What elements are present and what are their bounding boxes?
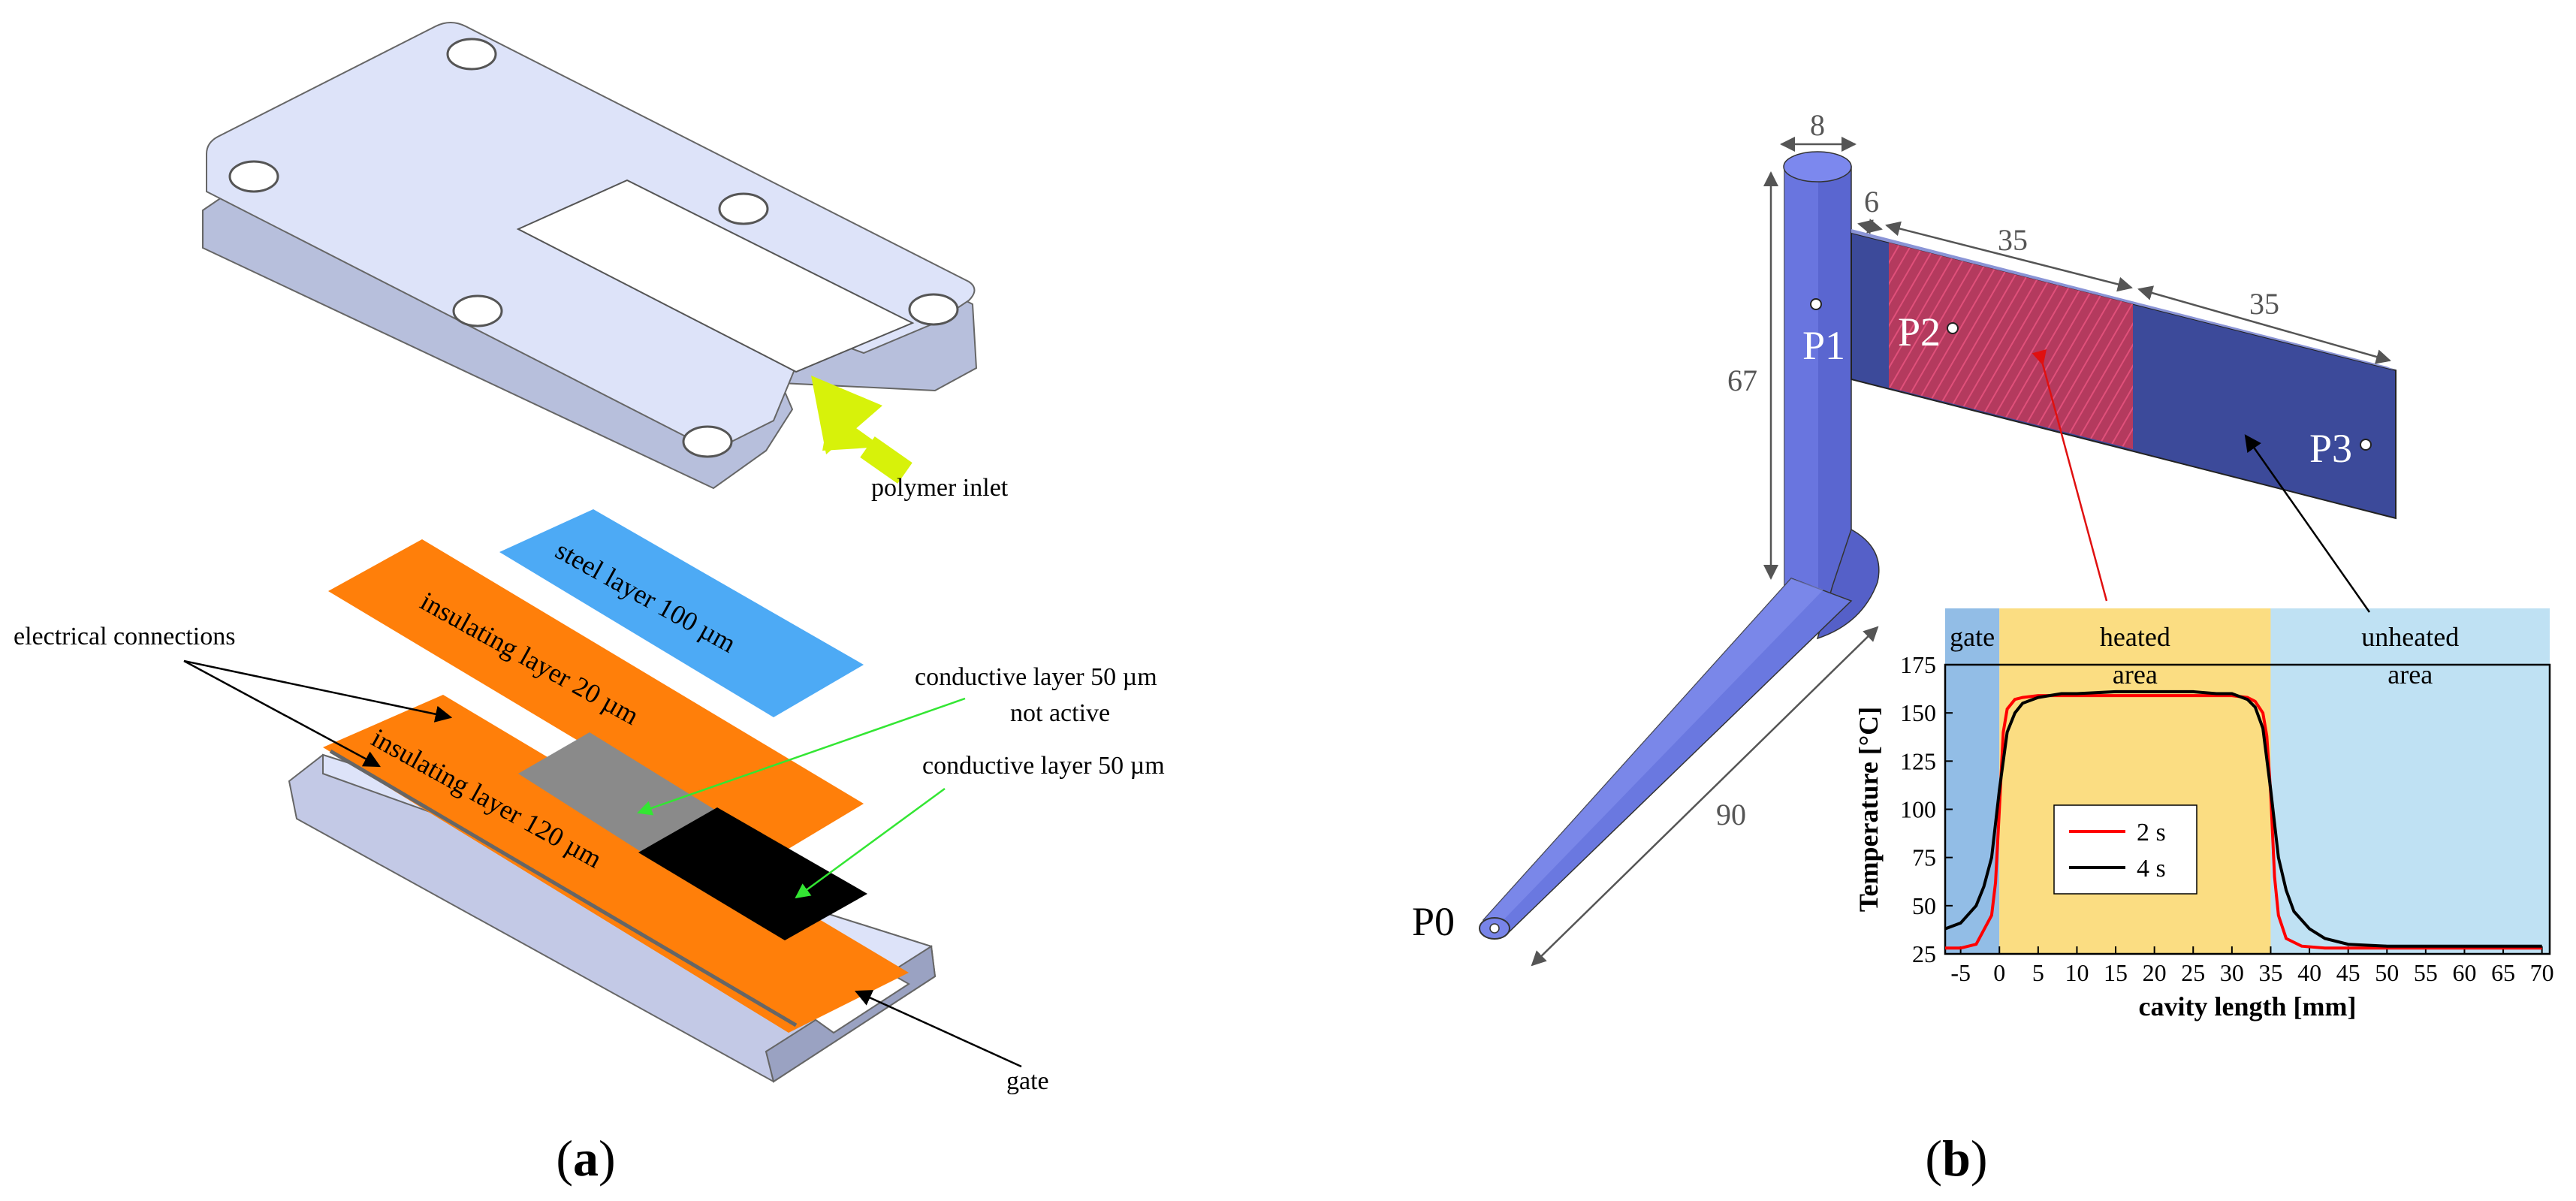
x-tick-label-6: 25 [2181,959,2205,986]
electrical-connections-label: electrical connections [14,623,235,650]
polymer-inlet-arrow-icon [811,376,912,484]
dim-67: 67 [1727,364,1757,397]
pointer-active [795,787,946,899]
x-tick-label-12: 55 [2414,959,2438,986]
heated-area-hatch [1889,243,2133,449]
x-tick-label-15: 70 [2530,959,2554,986]
series-line-1 [1944,690,2542,948]
dim-90: 90 [1716,798,1746,831]
unheated-area-pointer [2244,434,2371,613]
electrical-connection-pointer-1 [183,659,453,723]
point-p3-marker [2360,439,2372,451]
x-tick-label-4: 15 [2104,959,2128,986]
region-label-1: heated [2100,622,2170,652]
x-tick-label-14: 65 [2491,959,2515,986]
electrical-connection-pointer-2 [183,659,381,768]
dim-35b: 35 [2249,287,2279,321]
x-tick-label-13: 60 [2452,959,2476,986]
x-tick-label-5: 20 [2143,959,2167,986]
point-p3-label: P3 [2309,426,2352,471]
steel-layer [499,509,864,717]
legend-box [2053,804,2197,895]
y-tick-label-2: 75 [1912,844,1936,871]
panel-b-label: (b) [1925,1130,1987,1187]
point-p2-label: P2 [1898,309,1941,355]
x-tick-label-0: -5 [1950,959,1971,986]
y-tick-label-5: 150 [1900,699,1936,726]
polymer-inlet-label: polymer inlet [871,474,1009,502]
x-tick-label-2: 5 [2032,959,2044,986]
legend-label-1: 4 s [2137,855,2166,883]
plate-slot [516,179,915,373]
region-band-2 [2270,608,2550,954]
x-tick-label-1: 0 [1993,959,2005,986]
cavity-plate [1851,229,2397,520]
conductive-not-active-label-2: not active [1010,699,1110,727]
heated-area-pointer [2032,349,2108,602]
bolt-holes [228,38,959,458]
conductive-layer-not-active [518,732,717,852]
x-tick-label-3: 10 [2065,959,2089,986]
y-tick-label-3: 100 [1900,796,1936,823]
electrical-connection-strip [329,749,798,1027]
mold-plate [202,22,978,490]
x-tick-label-7: 30 [2220,959,2244,986]
gate-pointer [854,990,1022,1068]
region-label-2: unheated [2361,622,2459,652]
point-p0-label: P0 [1412,899,1455,944]
x-tick-label-9: 40 [2297,959,2321,986]
region-band-0 [1945,608,2000,954]
panel-a: polymer inlet steel layer 100 µm insulat… [14,22,1165,1187]
y-axis-label: Temperature [°C] [1854,707,1884,912]
gate-label: gate [1006,1067,1049,1095]
point-p1-marker [1810,298,1822,310]
x-tick-label-8: 35 [2258,959,2282,986]
runner-cone [1479,578,1853,940]
x-tick-label-11: 50 [2375,959,2399,986]
pointer-not-active [637,697,966,816]
dim-35a: 35 [1998,223,2028,257]
conductive-layer-active [638,807,867,940]
y-tick-label-4: 125 [1900,747,1936,774]
x-tick-label-10: 45 [2336,959,2360,986]
x-axis-label: cavity length [mm] [2139,991,2357,1021]
dim-6: 6 [1864,185,1879,219]
conductive-active-label: conductive layer 50 µm [922,752,1165,780]
point-p1-label: P1 [1802,323,1845,368]
insulating-layer-20 [328,539,864,858]
panel-a-label: (a) [556,1130,615,1187]
dimensions [1531,137,2391,967]
insulating-layer-120 [323,695,909,1033]
region-band-1 [1999,608,2271,954]
dim-8: 8 [1810,108,1825,142]
y-tick-label-6: 175 [1900,651,1936,678]
conductive-not-active-label-1: conductive layer 50 µm [915,663,1157,691]
region-label-0: gate [1950,622,1995,652]
y-tick-label-0: 25 [1912,940,1936,967]
point-p2-marker [1947,322,1959,334]
legend-label-0: 2 s [2137,819,2166,846]
y-tick-label-1: 50 [1912,892,1936,919]
